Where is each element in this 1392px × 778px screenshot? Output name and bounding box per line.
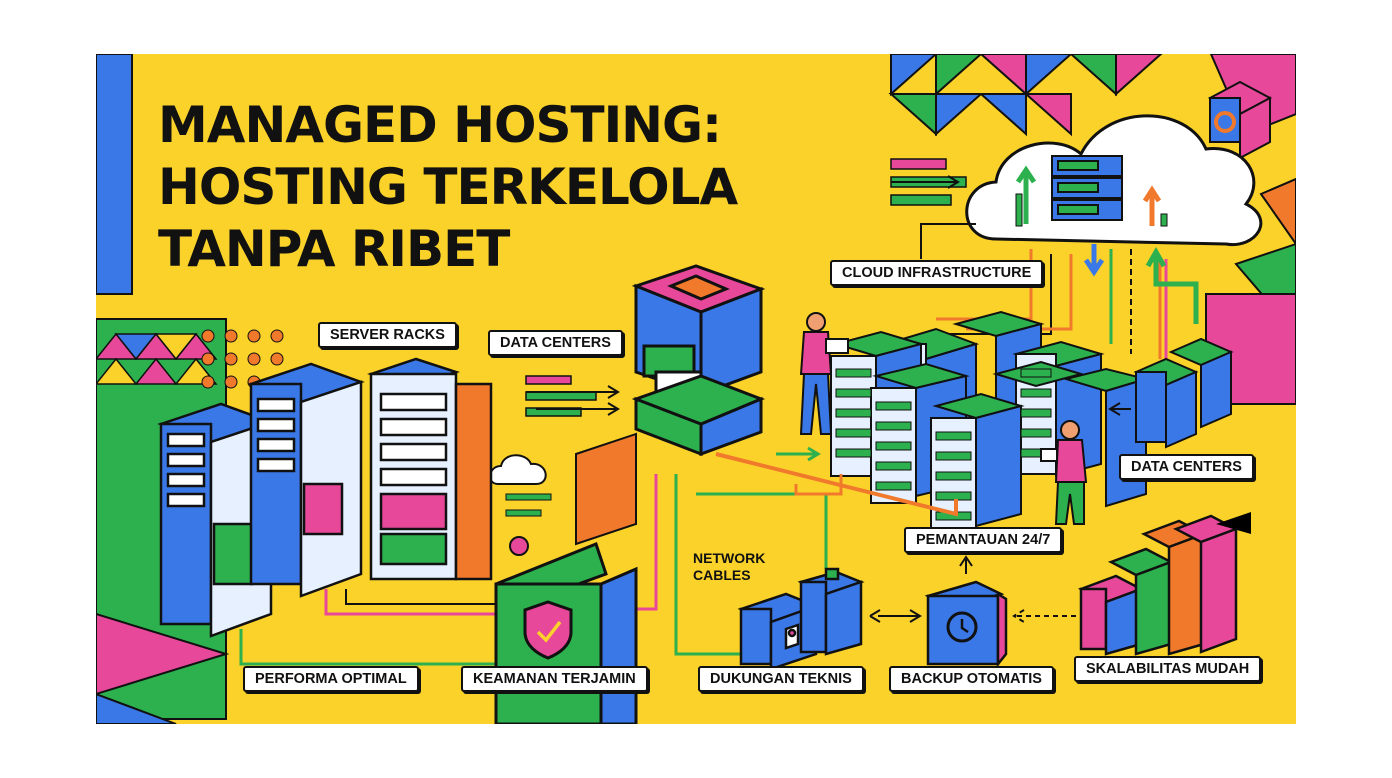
label-performa: PERFORMA OPTIMAL [243,666,419,692]
up-arrow-icon [1015,165,1037,224]
backup-block [924,580,1008,668]
chart-cube-icon [1207,80,1273,160]
label-skalabilitas: SKALABILITAS MUDAH [1074,656,1262,682]
down-arrow-icon [1083,244,1105,277]
triangle-pattern-left [96,332,218,385]
label-dukungan: DUKUNGAN TEKNIS [698,666,864,692]
title-line-2: HOSTING TERKELOLA [158,158,738,216]
right-server-stack [1133,337,1234,449]
label-server-racks: SERVER RACKS [318,322,457,348]
up-arrow-icon [1145,246,1199,324]
network-cables-line-1: NETWORK [693,550,766,566]
network-cables-line-2: CABLES [693,567,751,583]
label-data-centers-top: DATA CENTERS [488,330,623,356]
small-cloud [489,454,547,485]
title-line-1: MANAGED HOSTING: [158,96,722,154]
shield-icon [523,600,573,660]
server-slots [835,368,1052,521]
label-keamanan: KEAMANAN TERJAMIN [461,666,648,692]
backup-icon [946,611,978,643]
technician-left [799,312,849,435]
label-data-centers-right: DATA CENTERS [1119,454,1254,480]
left-pink-triangle [96,612,230,696]
technician-right [1040,420,1088,525]
scalability-bars [1077,514,1240,656]
left-blue-bar [96,54,133,295]
cloud-server-stack [1051,155,1123,221]
user-icon [787,628,797,638]
central-data-cube [631,264,766,457]
top-right-pattern [888,54,1296,137]
title-line-3: TANPA RIBET [158,220,510,278]
label-pemantauan: PEMANTAUAN 24/7 [904,527,1063,553]
server-rack-2 [247,362,365,598]
server-rack-3 [367,357,493,581]
up-arrow-icon [1142,185,1162,226]
page-title: MANAGED HOSTING: HOSTING TERKELOLA TANPA… [158,94,738,280]
label-backup: BACKUP OTOMATIS [889,666,1054,692]
security-block [494,542,638,724]
infographic-canvas: MANAGED HOSTING: HOSTING TERKELOLA TANPA… [96,54,1296,724]
label-cloud-infrastructure: CLOUD INFRASTRUCTURE [830,260,1044,286]
label-network-cables: NETWORK CABLES [693,550,765,584]
checkmark-icon [536,620,562,643]
support-block [737,567,865,671]
